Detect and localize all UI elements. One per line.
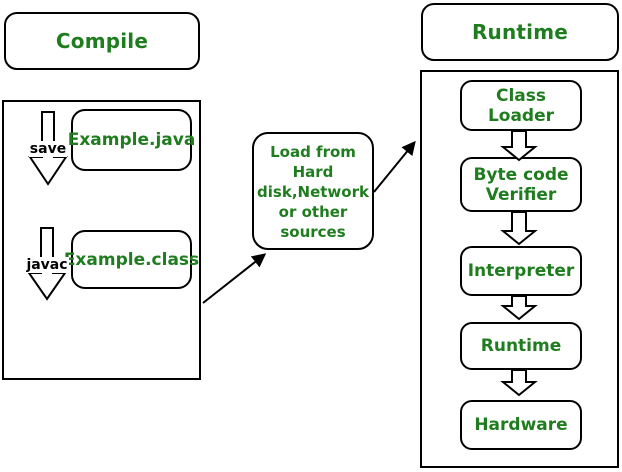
- compile-header-box: Compile: [4, 12, 200, 70]
- hardware-box: Hardware: [460, 400, 582, 450]
- load-box-line: disk,Network: [257, 183, 369, 201]
- javac-arrow-label: javac: [25, 257, 69, 273]
- interpreter-box: Interpreter: [460, 246, 582, 296]
- byte-code-verifier-box: Byte code Verifier: [460, 157, 582, 212]
- load-box-line: Hard: [292, 163, 334, 181]
- load-box-line: sources: [280, 223, 346, 241]
- example-java-box: Example.java: [68, 109, 195, 171]
- example-class-box: Example.class: [64, 230, 199, 289]
- compile-to-load-arrow-icon: [202, 253, 267, 304]
- load-box-line: or other: [278, 203, 348, 221]
- runtime-header-box: Runtime: [421, 3, 619, 61]
- load-to-runtime-arrow-icon: [373, 140, 416, 193]
- load-box-line: Load from: [270, 143, 356, 161]
- runtime-stage-box: Runtime: [460, 322, 582, 370]
- class-loader-box: Class Loader: [460, 80, 582, 131]
- load-sources-box: Load from Hard disk,Network or other sou…: [252, 132, 374, 250]
- save-arrow-label: save: [29, 141, 67, 157]
